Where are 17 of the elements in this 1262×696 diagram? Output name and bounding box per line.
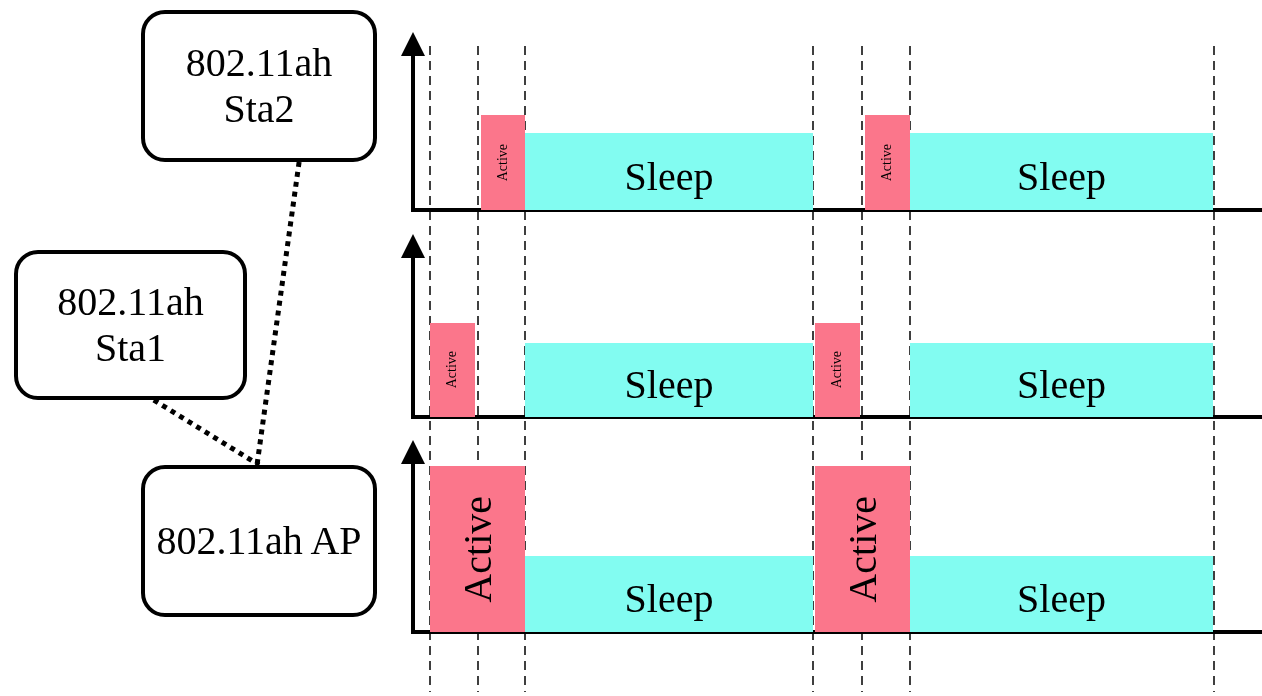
- active-period-bar: Active: [815, 323, 860, 417]
- sleep-period-bar: Sleep: [525, 343, 813, 417]
- active-period-bar: Active: [430, 466, 525, 632]
- connector-line: [152, 397, 261, 468]
- sleep-period-bar: Sleep: [910, 133, 1213, 210]
- device-box: 802.11ah Sta1: [14, 250, 247, 400]
- sleep-period-bar: Sleep: [525, 556, 813, 632]
- device-box: 802.11ah AP: [141, 465, 377, 617]
- device-box: 802.11ah Sta2: [141, 10, 377, 162]
- connector-line: [254, 161, 302, 466]
- active-period-bar: Active: [865, 115, 910, 210]
- active-period-bar: Active: [430, 323, 475, 417]
- active-period-bar: Active: [815, 466, 910, 632]
- sleep-period-bar: Sleep: [910, 556, 1213, 632]
- sleep-period-bar: Sleep: [910, 343, 1213, 417]
- active-period-bar: Active: [481, 115, 525, 210]
- sleep-period-bar: Sleep: [525, 133, 813, 210]
